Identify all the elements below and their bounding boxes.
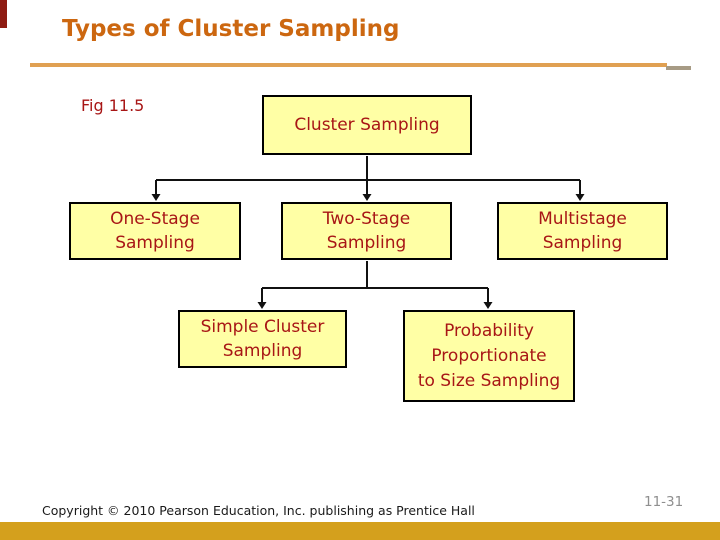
node-probability-proportionate-sampling: Probability Proportionate to Size Sampli…	[403, 310, 575, 402]
title-underline-end	[666, 66, 691, 70]
node-multistage-sampling: Multistage Sampling	[497, 202, 668, 260]
page-number: 11-31	[644, 494, 684, 510]
arrowhead-simple-cluster	[257, 302, 267, 309]
top-left-accent-bar	[0, 0, 7, 28]
figure-label: Fig 11.5	[81, 96, 145, 115]
node-simple-cluster-sampling: Simple Cluster Sampling	[178, 310, 347, 368]
arrowhead-pps	[483, 302, 493, 309]
title-underline	[30, 63, 667, 67]
node-two-stage-sampling: Two-Stage Sampling	[281, 202, 452, 260]
node-cluster-sampling: Cluster Sampling	[262, 95, 472, 155]
bottom-accent-bar	[0, 522, 720, 540]
copyright-text: Copyright © 2010 Pearson Education, Inc.…	[42, 503, 475, 518]
arrowhead-multistage	[575, 194, 585, 201]
arrowhead-one-stage	[151, 194, 161, 201]
arrowhead-two-stage	[362, 194, 372, 201]
slide-title: Types of Cluster Sampling	[62, 16, 400, 42]
node-one-stage-sampling: One-Stage Sampling	[69, 202, 241, 260]
